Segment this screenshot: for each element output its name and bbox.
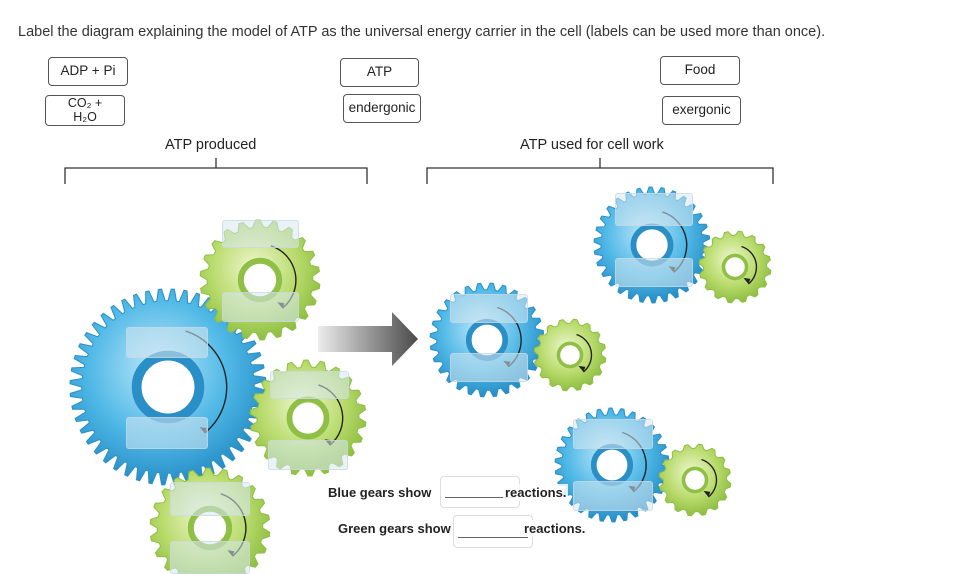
bracket-atp-used (426, 158, 774, 184)
drop-zone-right-mid-blue-2[interactable] (450, 353, 528, 382)
green-gears-sentence-prefix: Green gears show (336, 520, 453, 537)
blue-gear-large-icon (69, 288, 267, 486)
label-co2-h2o[interactable]: CO₂ + H₂O (45, 95, 125, 126)
label-endergonic[interactable]: endergonic (343, 94, 421, 123)
question-prompt: Label the diagram explaining the model o… (18, 24, 826, 40)
label-food[interactable]: Food (660, 56, 740, 85)
drop-zone-mid-green-gear-2[interactable] (268, 440, 348, 470)
blue-gears-sentence-prefix: Blue gears show (326, 484, 434, 501)
green-gear-right-middle-icon (533, 318, 607, 392)
section-title-atp-used: ATP used for cell work (520, 137, 664, 153)
arrow-right-icon (318, 312, 418, 366)
green-gears-sentence-suffix: reactions. (522, 520, 588, 537)
green-gears-blank[interactable] (453, 515, 533, 548)
drop-zone-top-green-gear-1[interactable] (222, 220, 299, 248)
drop-zone-bottom-green-gear-1[interactable] (170, 482, 250, 516)
drop-zone-big-blue-gear-2[interactable] (126, 417, 208, 449)
label-exergonic[interactable]: exergonic (662, 96, 741, 125)
drop-zone-big-blue-gear-1[interactable] (126, 327, 208, 358)
label-co2-line1: CO₂ + (67, 95, 103, 110)
label-co2-line2: H₂O (73, 109, 97, 124)
drop-zone-mid-green-gear-1[interactable] (270, 371, 349, 399)
drop-zone-bottom-green-gear-2[interactable] (170, 541, 250, 574)
label-adp-pi[interactable]: ADP + Pi (48, 57, 128, 86)
green-gear-right-bottom-icon (658, 443, 732, 517)
drop-zone-right-mid-blue-1[interactable] (450, 294, 528, 323)
drop-zone-right-top-blue-2[interactable] (615, 258, 693, 287)
blue-gears-sentence-suffix: reactions. (503, 484, 569, 501)
label-atp[interactable]: ATP (340, 58, 419, 87)
drop-zone-top-green-gear-2[interactable] (222, 292, 299, 322)
drop-zone-right-top-blue-1[interactable] (615, 193, 693, 226)
drop-zone-right-bottom-blue-2[interactable] (573, 481, 653, 511)
drop-zone-right-bottom-blue-1[interactable] (573, 419, 653, 449)
green-gear-right-top-icon (698, 230, 772, 304)
section-title-atp-produced: ATP produced (165, 137, 257, 153)
bracket-atp-produced (64, 158, 368, 184)
